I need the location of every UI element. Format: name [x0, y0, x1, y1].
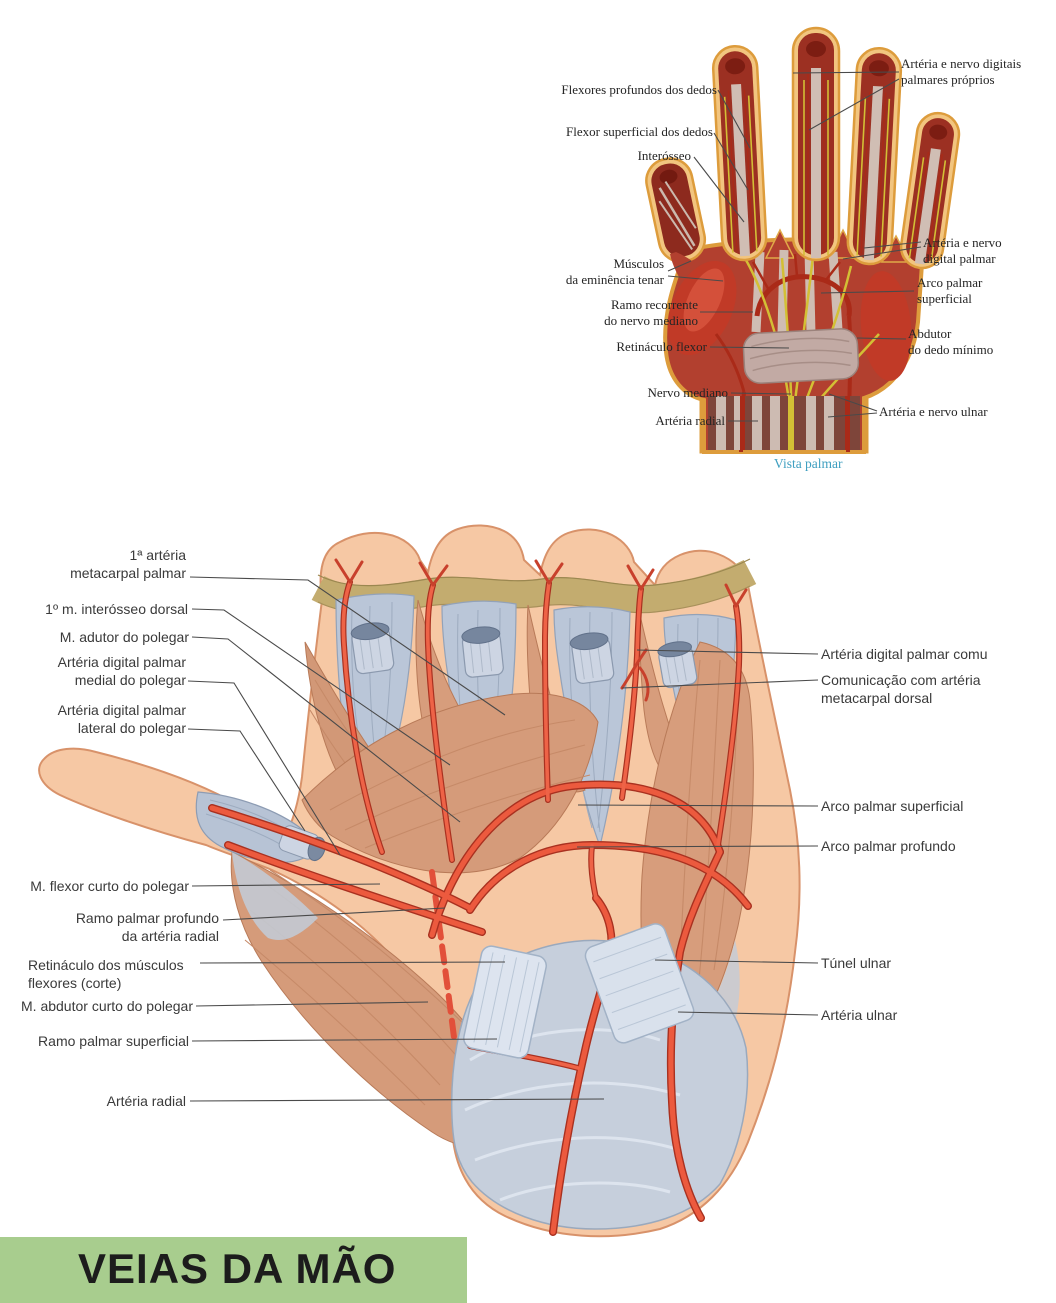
label-arteria-ulnar: Artéria ulnar — [821, 1007, 898, 1023]
label-adutor-polegar: M. adutor do polegar — [59, 629, 189, 645]
label-arteria-radial-bottom: Artéria radial — [106, 1093, 186, 1109]
bottom-hand-illustration — [38, 524, 819, 1238]
section-title-banner: VEIAS DA MÃO — [0, 1237, 467, 1303]
label-flexores-profundos: Flexores profundos dos dedos — [561, 82, 717, 97]
label-tunel-ulnar: Túnel ulnar — [821, 955, 892, 971]
caption-vista-palmar: Vista palmar — [774, 456, 843, 471]
label-flexor-superficial: Flexor superficial dos dedos — [566, 124, 713, 139]
label-arteria-digital-medial: Artéria digital palmar medial do polegar — [57, 654, 186, 688]
label-arteria-digital-comum: Artéria digital palmar comu — [821, 646, 988, 662]
label-flexor-curto-polegar: M. flexor curto do polegar — [30, 878, 189, 894]
label-retinaculo-musculos-flexores: Retináculo dos músculos flexores (corte) — [28, 957, 184, 991]
bottom-figure-leader-lines — [187, 576, 819, 1102]
label-arco-palmar-superficial: Arco palmar superficial — [821, 798, 964, 814]
section-title-text: VEIAS DA MÃO — [78, 1245, 397, 1292]
label-ramo-recorrente: Ramo recorrente do nervo mediano — [604, 297, 698, 328]
label-retinaculo-flexor: Retináculo flexor — [616, 339, 707, 354]
label-interosseo: Interósseo — [637, 148, 691, 163]
label-ramo-palmar-superficial: Ramo palmar superficial — [38, 1033, 189, 1049]
label-musculos-eminencia-tenar: Músculos da eminência tenar — [565, 256, 664, 287]
top-hand-illustration — [645, 26, 961, 454]
label-ramo-palmar-profundo: Ramo palmar profundo da artéria radial — [75, 910, 219, 944]
label-abdutor-curto-polegar: M. abdutor curto do polegar — [21, 998, 193, 1014]
label-arteria-nervo-ulnar: Artéria e nervo ulnar — [879, 404, 988, 419]
label-comunicacao-metacarpal: Comunicação com artéria metacarpal dorsa… — [821, 672, 981, 706]
label-1o-interosseo-dorsal: 1º m. interósseo dorsal — [45, 601, 188, 617]
label-arteria-nervo-digitais: Artéria e nervo digitais palmares própri… — [901, 56, 1022, 87]
label-arteria-digital-lateral: Artéria digital palmar lateral do polega… — [57, 702, 186, 736]
label-nervo-mediano: Nervo mediano — [647, 385, 728, 400]
label-abdutor-dedo-minimo: Abdutor do dedo mínimo — [908, 326, 994, 357]
label-arteria-nervo-digital: Artéria e nervo digital palmar — [923, 235, 1002, 266]
label-arco-palmar-superficial-top: Arco palmar superficial — [917, 275, 983, 306]
label-arteria-radial-top: Artéria radial — [655, 413, 725, 428]
top-figure-leader-lines — [667, 71, 922, 422]
label-arco-palmar-profundo: Arco palmar profundo — [821, 838, 956, 854]
label-1a-arteria-metacarpal: 1ª artéria metacarpal palmar — [70, 547, 186, 581]
